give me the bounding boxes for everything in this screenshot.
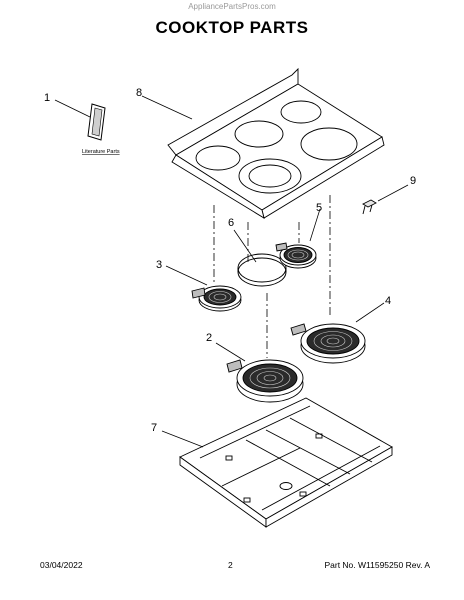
literature-parts-booklet: [54, 99, 106, 141]
watermark: AppliancePartsPros.com: [188, 2, 276, 11]
page-title: COOKTOP PARTS: [155, 18, 309, 37]
footer-date: 03/04/2022: [40, 560, 83, 570]
callout-9: 9: [410, 175, 416, 187]
small-radiant-element: [275, 208, 321, 269]
footer-part-number: Part No. W11595250 Rev. A: [324, 560, 430, 570]
callout-1: 1: [44, 92, 50, 104]
burner-box-tray: [161, 397, 393, 528]
callout-7: 7: [151, 422, 157, 434]
callout-5: 5: [316, 202, 322, 214]
cooktop-glass-assembly: [141, 67, 385, 219]
callout-4: 4: [385, 295, 391, 307]
callout-6: 6: [228, 217, 234, 229]
element-ring-part: [233, 229, 287, 287]
medium-radiant-element-left: [165, 265, 242, 312]
literature-parts-label: Literature Parts: [82, 149, 120, 155]
callout-3: 3: [156, 259, 162, 271]
large-radiant-element-right: [290, 302, 385, 364]
callout-2: 2: [206, 332, 212, 344]
alignment-lines: [213, 195, 331, 358]
cooktop-clip-part: [362, 184, 409, 215]
large-radiant-element-left: [215, 342, 304, 403]
callout-8: 8: [136, 87, 142, 99]
footer-page-number: 2: [228, 560, 233, 570]
